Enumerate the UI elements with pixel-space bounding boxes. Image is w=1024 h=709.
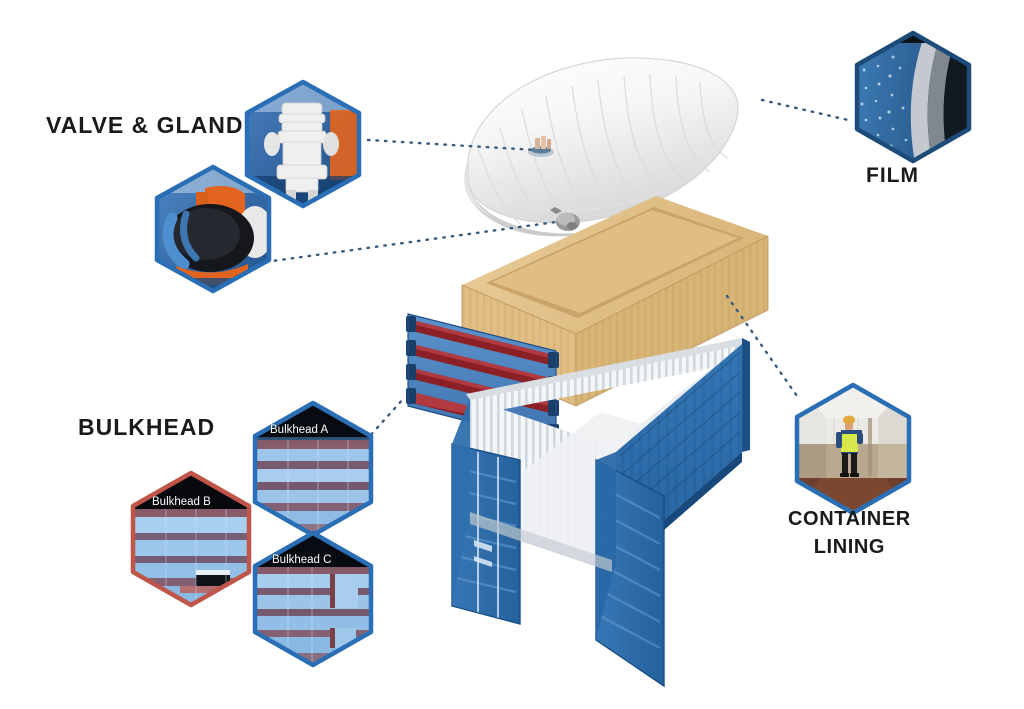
connector-gland bbox=[256, 220, 558, 265]
connector-valve bbox=[366, 138, 538, 152]
worker-figure bbox=[836, 415, 870, 477]
valve-hexagon[interactable] bbox=[244, 79, 364, 209]
connector-lining bbox=[725, 294, 799, 398]
valve-gland-label: VALVE & GLAND bbox=[46, 112, 244, 138]
bulkhead-c-caption: Bulkhead C bbox=[272, 554, 332, 566]
bulkhead-b-caption: Bulkhead B bbox=[152, 496, 211, 508]
bulkhead-label: BULKHEAD bbox=[78, 414, 216, 440]
bulkhead-c-hexagon[interactable] bbox=[252, 530, 374, 668]
shipping-container bbox=[451, 338, 750, 688]
container-lining-label-line2: LINING bbox=[813, 536, 886, 558]
connector-film bbox=[760, 98, 850, 122]
container-lining-label-line1: CONTAINER bbox=[788, 508, 911, 530]
film-hexagon[interactable] bbox=[854, 30, 972, 164]
film-label: FILM bbox=[866, 164, 919, 187]
bag-bottom-valve bbox=[550, 207, 580, 231]
container-lining-hexagon[interactable] bbox=[794, 382, 912, 516]
bulkhead-a-hexagon[interactable] bbox=[252, 400, 374, 538]
bulkhead-a-caption: Bulkhead A bbox=[270, 424, 329, 436]
flexitank-bag bbox=[464, 57, 739, 237]
gland-hexagon[interactable] bbox=[154, 164, 273, 294]
container-lining-label: CONTAINER LINING bbox=[788, 505, 911, 561]
bulkhead-b-hexagon[interactable] bbox=[130, 470, 252, 608]
bag-top-valve bbox=[528, 136, 554, 157]
